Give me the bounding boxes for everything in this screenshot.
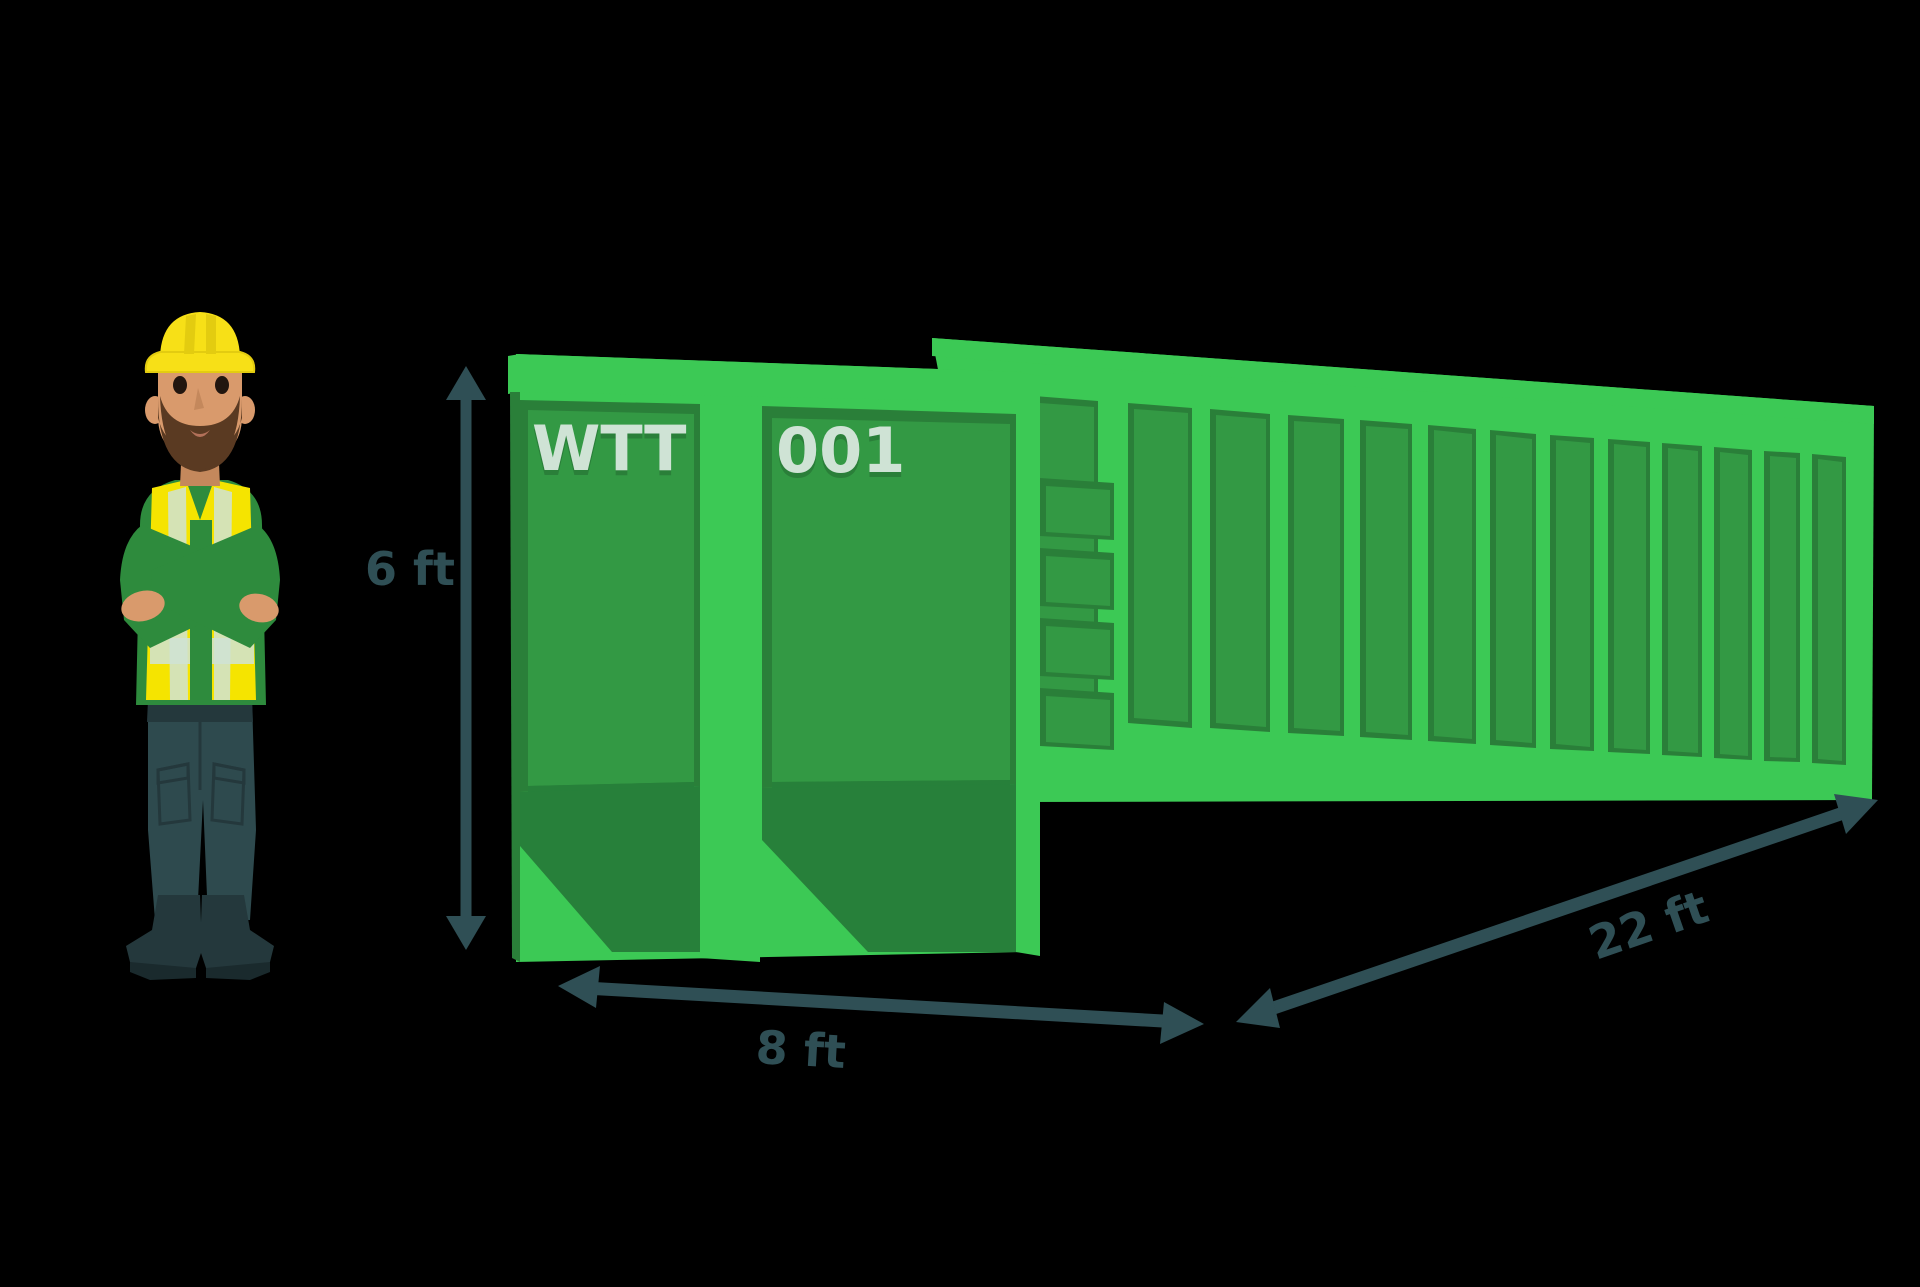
dumpster-side-ladder[interactable]	[1036, 470, 1118, 858]
dumpster-center-post	[700, 404, 760, 962]
brand-text-shadow: WTT	[532, 417, 686, 490]
dimension-height-label: 6 ft	[365, 542, 455, 596]
worker-hard-hat	[144, 312, 256, 373]
worker-figure	[120, 312, 280, 980]
dumpster-left-edge	[510, 392, 520, 962]
dumpster-top-rim-side	[932, 338, 1874, 424]
dumpster-front-panel-right	[762, 406, 1016, 952]
arrow-head-left	[558, 966, 600, 1008]
dimension-length: 22 ft	[1236, 794, 1878, 1028]
worker-head	[145, 348, 255, 472]
brand-text: WTT	[532, 412, 686, 485]
dumpster-side-ribs	[1034, 396, 1846, 765]
worker-boots	[126, 895, 274, 980]
unit-number-shadow: 001	[776, 419, 905, 492]
dumpster-container: WTT WTT 001 001	[508, 338, 1874, 962]
dumpster-front-right-corner	[1016, 372, 1040, 956]
dimension-height: 6 ft	[365, 366, 486, 950]
worker-crossed-arms	[120, 525, 280, 648]
dimension-width-label: 8 ft	[754, 1020, 847, 1079]
arrow-head-lower-left	[1236, 988, 1280, 1028]
dumpster-front-panel-left	[520, 400, 700, 952]
arrow-head-down	[446, 916, 486, 950]
dimension-width: 8 ft	[558, 966, 1204, 1079]
arrow-head-upper-right	[1834, 794, 1878, 834]
arrow-head-right	[1160, 1002, 1204, 1044]
arrow-head-up	[446, 366, 486, 400]
dumpster-left-tab	[508, 354, 520, 394]
unit-number-text: 001	[776, 414, 905, 487]
worker-pants	[147, 700, 256, 920]
